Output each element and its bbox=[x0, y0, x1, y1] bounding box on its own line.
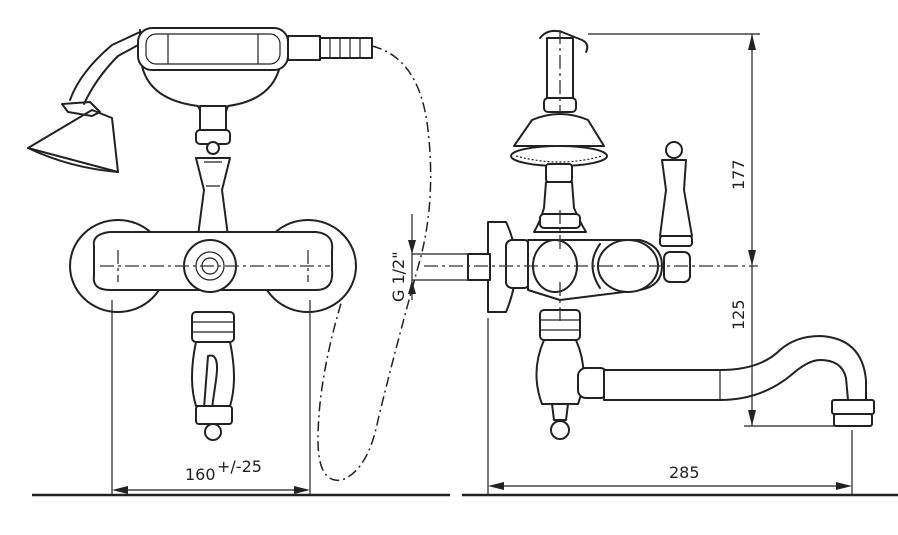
side-shower-head bbox=[510, 113, 608, 183]
dimension-thread: G 1/2" bbox=[389, 214, 470, 302]
side-lower-valve bbox=[535, 309, 585, 440]
handset-handle bbox=[137, 27, 373, 71]
side-spout bbox=[577, 335, 875, 427]
side-flange bbox=[467, 221, 531, 313]
side-column bbox=[533, 181, 587, 233]
side-holder bbox=[539, 29, 589, 113]
dimension-spacing: 160 +/-25 bbox=[111, 300, 311, 495]
dimension-thread-label: G 1/2" bbox=[389, 251, 408, 302]
dimension-upper-height: 177 bbox=[588, 33, 760, 266]
dimension-width-label: 285 bbox=[669, 463, 700, 482]
dimension-width: 285 bbox=[487, 318, 853, 495]
dimension-lower-height: 125 bbox=[729, 266, 850, 427]
front-lower-valve bbox=[191, 311, 235, 441]
dimension-lower-height-label: 125 bbox=[729, 299, 748, 330]
dimension-spacing-label: 160 bbox=[185, 465, 216, 484]
front-view: 160 +/-25 bbox=[27, 27, 450, 497]
dimension-upper-height-label: 177 bbox=[729, 159, 748, 190]
shower-cradle bbox=[111, 31, 141, 57]
side-view: G 1/2" 177 125 285 bbox=[389, 29, 898, 497]
side-lever-handle bbox=[659, 141, 693, 283]
dimension-spacing-tolerance: +/-25 bbox=[217, 457, 262, 476]
front-column bbox=[195, 105, 231, 237]
hand-shower-head bbox=[27, 44, 119, 173]
shower-hose bbox=[317, 45, 432, 481]
